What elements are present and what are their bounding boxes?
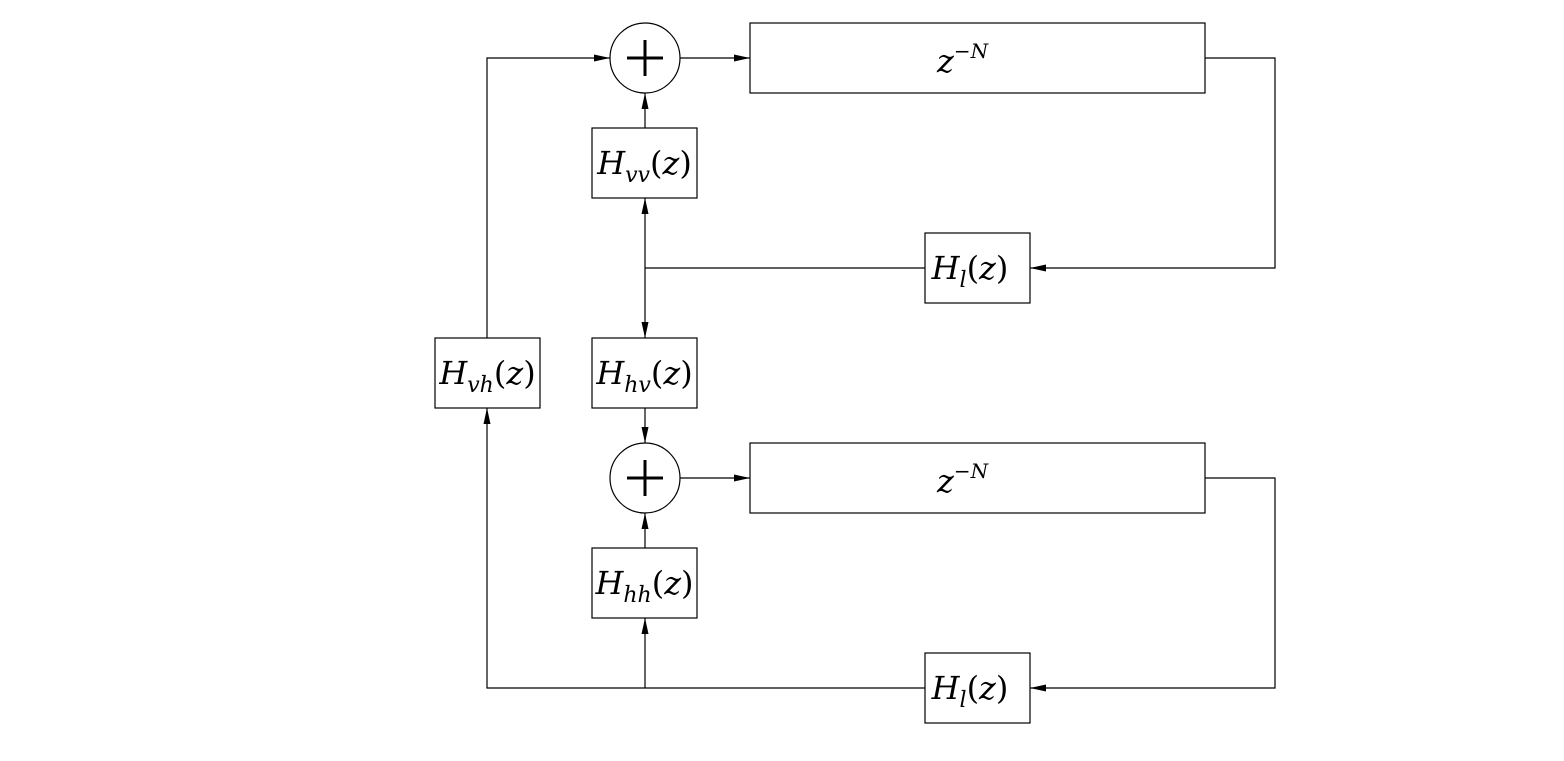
hhv-label: Hhv(z) [595, 354, 692, 398]
hhh-label: Hhh(z) [594, 564, 693, 608]
delay-block-bottom: z−N [749, 442, 1206, 514]
hvh-label: Hvh(z) [438, 354, 535, 398]
filter-block-hhh: Hhh(z) [591, 547, 698, 619]
filter-block-hhv: Hhv(z) [591, 337, 698, 409]
wire-delay-bottom-to-hl-bottom [1030, 477, 1276, 692]
filter-block-hl-bottom: Hl(z) [924, 652, 1031, 724]
filter-block-hvh: Hvh(z) [434, 337, 541, 409]
delay-top-label: z−N [936, 39, 990, 80]
wires [483, 54, 1276, 692]
hl-top-label: Hl(z) [931, 249, 1009, 293]
wire-hl-bottom-to-hvh [483, 408, 925, 689]
filter-block-hl-top: Hl(z) [924, 232, 1031, 304]
delay-block-top: z−N [749, 22, 1206, 94]
wire-hvh-to-summer-top [486, 54, 610, 338]
filter-block-hvv: Hvv(z) [591, 127, 698, 199]
summer-top [609, 22, 681, 94]
wire-delay-top-to-hl-top [1030, 57, 1276, 272]
delay-bottom-label: z−N [936, 459, 990, 500]
summer-bottom [609, 442, 681, 514]
hl-bottom-label: Hl(z) [931, 669, 1009, 713]
hvv-label: Hvv(z) [596, 144, 692, 188]
